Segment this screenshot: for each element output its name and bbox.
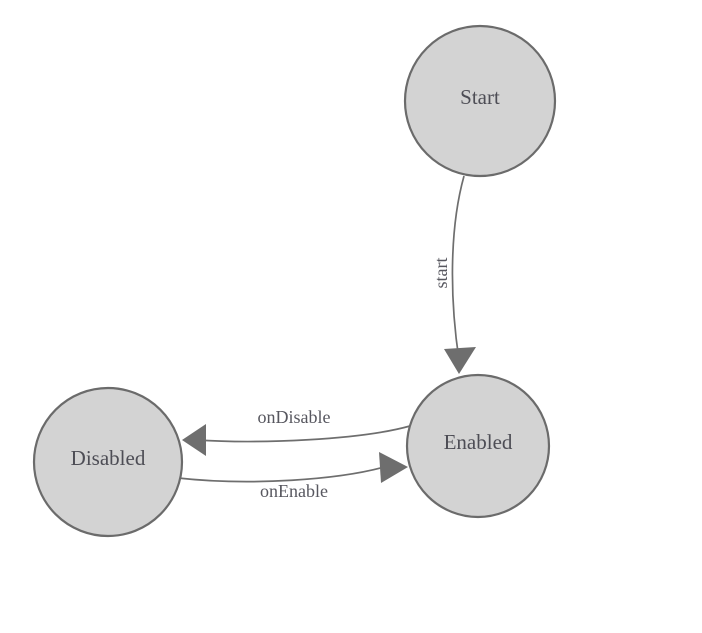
node-enabled-label: Enabled xyxy=(444,430,513,454)
edge-label-start: start xyxy=(431,258,451,289)
node-enabled-circle xyxy=(405,373,551,519)
edge-disabled-to-enabled[interactable]: onEnable xyxy=(177,452,408,501)
edge-disabled-to-enabled-path xyxy=(177,465,389,483)
edge-label-ondisable: onDisable xyxy=(258,407,331,427)
node-disabled[interactable]: Disabled xyxy=(32,386,184,538)
node-disabled-circle xyxy=(32,386,184,538)
edge-start-to-enabled[interactable]: start xyxy=(431,175,476,374)
edge-enabled-to-disabled[interactable]: onDisable xyxy=(182,407,411,456)
edge-start-to-enabled-path xyxy=(451,175,465,361)
edge-disabled-to-enabled-arrowhead xyxy=(379,452,408,483)
node-start-label: Start xyxy=(460,85,500,109)
edge-label-onenable: onEnable xyxy=(260,481,328,501)
edge-start-to-enabled-arrowhead xyxy=(444,347,476,374)
edge-enabled-to-disabled-arrowhead xyxy=(182,424,206,456)
node-start-circle xyxy=(403,24,557,178)
node-enabled[interactable]: Enabled xyxy=(405,373,551,519)
node-start[interactable]: Start xyxy=(403,24,557,178)
node-disabled-label: Disabled xyxy=(71,446,146,470)
edge-enabled-to-disabled-path xyxy=(195,425,411,443)
